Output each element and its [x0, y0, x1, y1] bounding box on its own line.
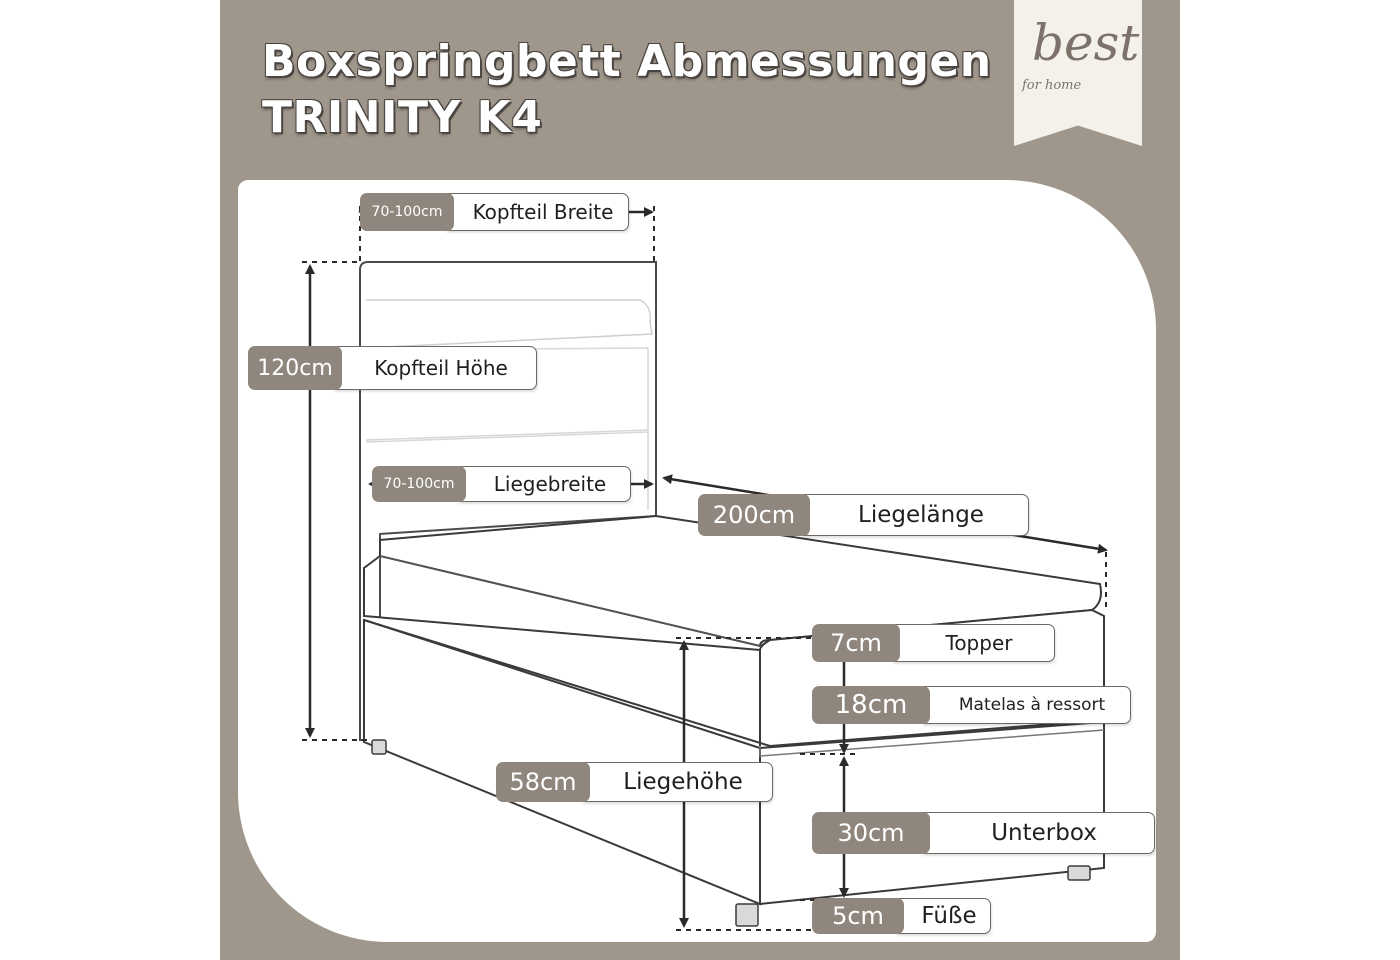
label-matratze: 18cm Matelas à ressort: [812, 686, 1131, 724]
label-topper: 7cm Topper: [812, 624, 1055, 662]
logo-subtext: for home: [1022, 78, 1082, 93]
value-kopfteil-hoehe: 120cm: [248, 346, 342, 390]
label-fuesse: 5cm Füße: [812, 898, 991, 934]
value-liegelaenge: 200cm: [698, 494, 810, 536]
name-kopfteil-breite: Kopfteil Breite: [446, 193, 629, 231]
value-kopfteil-breite: 70-100cm: [360, 193, 454, 231]
name-unterbox: Unterbox: [922, 812, 1155, 854]
label-kopfteil-hoehe: 120cm Kopfteil Höhe: [248, 346, 537, 390]
name-matratze: Matelas à ressort: [922, 686, 1131, 724]
name-liegebreite: Liegebreite: [458, 466, 631, 502]
label-liegelaenge: 200cm Liegelänge: [698, 494, 1029, 536]
value-liegehoehe: 58cm: [496, 762, 590, 802]
name-fuesse: Füße: [896, 898, 991, 934]
title-line-1: Boxspringbett Abmessungen: [262, 36, 992, 87]
label-unterbox: 30cm Unterbox: [812, 812, 1155, 854]
brand-logo: best for home: [1014, 0, 1142, 146]
title-line-2: TRINITY K4: [262, 92, 543, 143]
label-kopfteil-breite: 70-100cm Kopfteil Breite: [360, 193, 629, 231]
name-liegelaenge: Liegelänge: [802, 494, 1029, 536]
name-liegehoehe: Liegehöhe: [582, 762, 773, 802]
feet: [371, 739, 1091, 927]
name-kopfteil-hoehe: Kopfteil Höhe: [334, 346, 537, 390]
value-unterbox: 30cm: [812, 812, 930, 854]
value-liegebreite: 70-100cm: [372, 466, 466, 502]
label-liegebreite: 70-100cm Liegebreite: [372, 466, 631, 502]
value-matratze: 18cm: [812, 686, 930, 724]
logo-text: best: [1032, 14, 1140, 72]
name-topper: Topper: [892, 624, 1055, 662]
value-fuesse: 5cm: [812, 898, 904, 934]
value-topper: 7cm: [812, 624, 900, 662]
label-liegehoehe: 58cm Liegehöhe: [496, 762, 773, 802]
